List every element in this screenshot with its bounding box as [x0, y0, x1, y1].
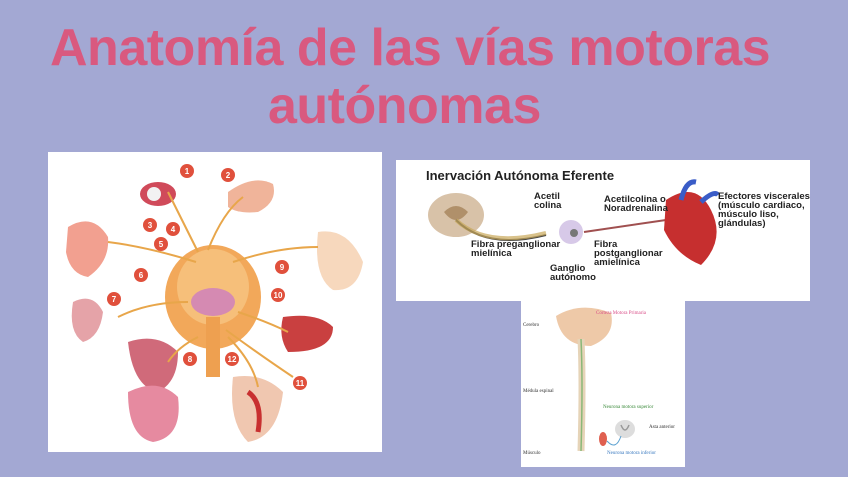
face-organ — [66, 221, 109, 277]
title-line-2: autónomas — [268, 77, 541, 135]
marker-circle-5 — [154, 237, 168, 251]
marker-circle-3 — [143, 218, 157, 232]
label-asta: Asta anterior — [649, 425, 675, 430]
motor-pathway-diagram: Cerebro Corteza Motora Primaria Médula e… — [521, 301, 685, 467]
label-acetilcolina: Acetil colina — [534, 191, 562, 211]
head-organ — [317, 231, 363, 291]
marker-number-6: 6 — [139, 271, 144, 280]
title-line-1: Anatomía de las vías motoras — [50, 19, 771, 77]
organ-shapes — [66, 180, 363, 442]
marker-circle-4 — [166, 222, 180, 236]
nose-organ — [228, 180, 274, 213]
marker-number-5: 5 — [159, 240, 164, 249]
label-medula: Médula espinal — [523, 389, 554, 394]
marker-circle-2 — [221, 168, 235, 182]
marker-number-2: 2 — [226, 171, 231, 180]
label-neurona-sup: Neurona motora superior — [603, 405, 654, 410]
marker-number-12: 12 — [228, 355, 237, 364]
efferent-innervation-diagram: Inervación Autónoma Eferente Acetil coli… — [396, 160, 810, 301]
marker-number-7: 7 — [112, 295, 117, 304]
label-acetil-noradrenalina: Acetilcolina o Noradrenalina — [604, 194, 668, 214]
marker-circle-7 — [107, 292, 121, 306]
marker-circle-11 — [293, 376, 307, 390]
lungs-organ — [128, 338, 178, 392]
label-fibra-post: Fibra postganglionar amielínica — [594, 239, 663, 268]
label-neurona-inf: Neurona motora inferior — [607, 451, 656, 456]
marker-circle-10 — [271, 288, 285, 302]
marker-circle-8 — [183, 352, 197, 366]
label-cerebro: Cerebro — [523, 323, 540, 328]
intestine-organ — [128, 385, 179, 442]
marker-number-3: 3 — [148, 221, 153, 230]
muscle-shape — [599, 432, 607, 446]
motor-pathway-drawing — [556, 307, 635, 452]
efferent-heading: Inervación Autónoma Eferente — [426, 168, 615, 183]
label-fibra-pre: Fibra preganglionar mielínica — [471, 239, 561, 259]
label-corteza: Corteza Motora Primaria — [596, 311, 646, 316]
nerve-lines — [107, 191, 319, 388]
marker-number-8: 8 — [188, 355, 193, 364]
label-musculo: Músculo — [523, 451, 541, 456]
marker-circle-9 — [275, 260, 289, 274]
marker-number-10: 10 — [274, 291, 283, 300]
marker-number-1: 1 — [185, 167, 190, 176]
postganglionic-fiber — [583, 219, 667, 233]
marker-number-11: 11 — [296, 379, 305, 388]
marker-circle-12 — [225, 352, 239, 366]
efferent-drawing — [428, 179, 720, 265]
marker-circle-6 — [134, 268, 148, 282]
marker-circle-1 — [180, 164, 194, 178]
ear-organ — [71, 298, 103, 342]
mouth-organ — [281, 315, 333, 352]
brain-outline — [556, 307, 612, 346]
heart — [664, 192, 717, 265]
label-efectores: Efectores viscerales (músculo cardiaco, … — [718, 191, 810, 229]
marker-number-9: 9 — [280, 263, 285, 272]
marker-number-4: 4 — [171, 225, 176, 234]
label-ganglio: Ganglio autónomo — [550, 263, 596, 283]
